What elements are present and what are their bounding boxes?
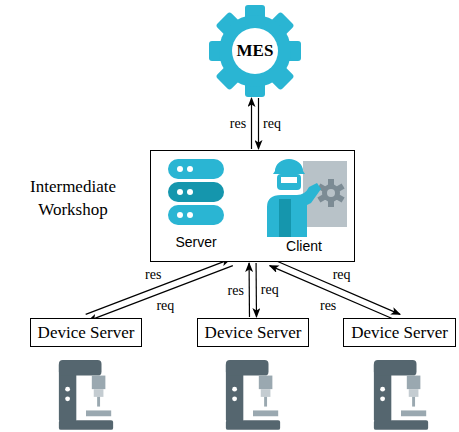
node-text: Device Server <box>351 322 448 343</box>
node-text: Intermediate Workshop <box>5 175 141 221</box>
node-text: Server <box>161 233 231 251</box>
edge-label: res <box>143 267 163 282</box>
server-node: Server <box>161 157 231 257</box>
edge-label: res <box>226 283 246 298</box>
edge-label: req <box>259 282 281 297</box>
machine-tool <box>59 360 113 430</box>
edge-label: req <box>154 298 176 313</box>
node-text: Device Server <box>205 322 302 343</box>
server-icon <box>166 157 226 229</box>
request-response-arrow <box>270 266 398 321</box>
workshop-box: Intermediate Workshop Server Client <box>150 150 355 262</box>
device-server-box: Device Server <box>197 318 310 347</box>
device-server-box: Device Server <box>343 318 456 347</box>
machine-tool <box>226 360 280 430</box>
edge-label: res <box>228 116 248 131</box>
request-response-arrow <box>258 98 259 149</box>
machine-tool <box>374 360 428 430</box>
request-response-arrow <box>272 259 400 314</box>
client-node: Client <box>256 157 352 257</box>
node-text: Client <box>256 237 352 255</box>
gear-node: MES <box>205 5 305 97</box>
request-response-arrow <box>248 263 250 317</box>
client-icon <box>259 157 349 237</box>
request-response-arrow <box>255 263 257 317</box>
request-response-arrow <box>251 98 252 149</box>
node-text: Device Server <box>38 322 135 343</box>
edge-label: req <box>261 116 283 131</box>
node-text: MES <box>205 41 305 61</box>
edge-label: req <box>331 267 353 282</box>
request-response-arrow <box>88 266 233 321</box>
edge-label: res <box>318 298 338 313</box>
request-response-arrow <box>86 259 231 314</box>
device-server-box: Device Server <box>30 318 143 347</box>
